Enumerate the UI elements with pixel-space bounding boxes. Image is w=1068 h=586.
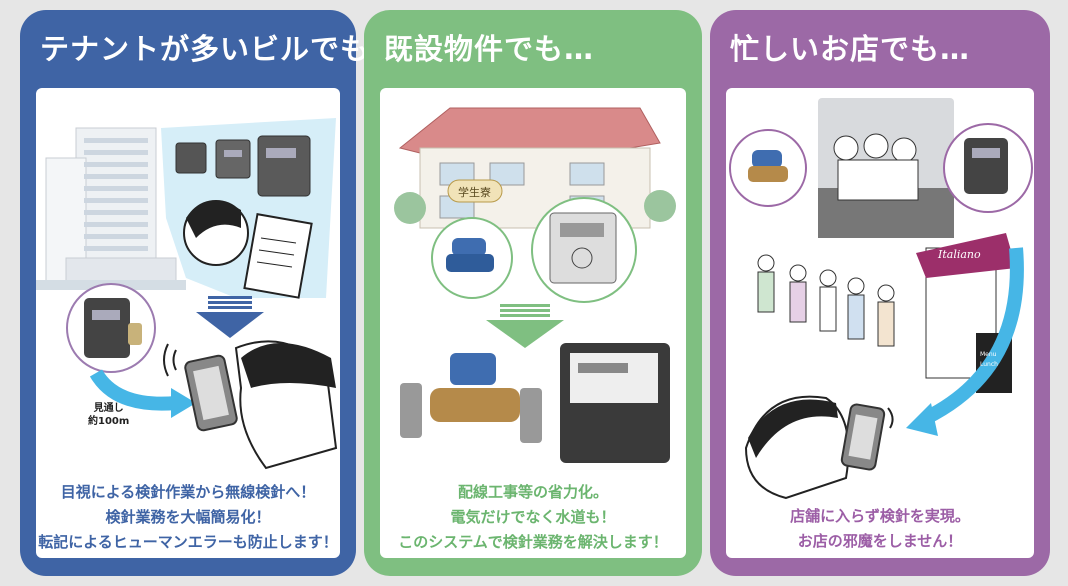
electric-meter-icon	[175, 135, 311, 197]
dormitory-sign-label: 学生寮	[458, 186, 491, 199]
smart-electric-meter-icon	[560, 343, 670, 463]
wireless-meter-icon	[66, 283, 156, 373]
panel-title: 忙しいお店でも…	[730, 32, 971, 66]
panel-existing-property: 既設物件でも…	[364, 10, 702, 576]
person-with-smartphone-icon	[744, 395, 894, 500]
water-meter-icon	[431, 217, 513, 299]
dormitory-house-icon	[394, 107, 676, 229]
panel-caption: 配線工事等の省力化。 電気だけでなく水道も！ このシステムで検針業務を解決します…	[398, 483, 668, 551]
panel-busy-shop: 忙しいお店でも…	[710, 10, 1050, 576]
down-arrow-icon	[196, 296, 264, 338]
panel-body: 配線工事等の省力化。 電気だけでなく水道も！ このシステムで検針業務を解決します…	[380, 88, 686, 558]
water-meter-with-sensor-icon	[400, 353, 542, 443]
signal-arrow-icon	[89, 369, 177, 411]
panel-body: 見通し 約100m 目視による検針作業から無線検針へ！ 検針業務を大幅簡易化！ …	[36, 88, 340, 558]
menu-board: Menu Lunch	[980, 351, 998, 368]
panel-tenant-building: テナントが多いビルでも…	[20, 10, 401, 576]
panel-body: Italiano Menu Lunch 店舗に入らず検針を実現。 お店の邪魔をし…	[726, 88, 1034, 558]
water-meter-icon	[729, 129, 807, 207]
existing-property-illustration	[394, 107, 676, 463]
signal-arrow-icon	[922, 247, 1024, 425]
panel-caption: 店舗に入らず検針を実現。 お店の邪魔をしません！	[790, 507, 970, 550]
kitchen-scene-icon	[818, 98, 954, 238]
tenant-building-illustration	[36, 118, 338, 470]
panel-caption: 目視による検針作業から無線検針へ！ 検針業務を大幅簡易化！ 転記によるヒューマン…	[38, 483, 338, 551]
panel-title: 既設物件でも…	[384, 32, 595, 66]
distance-note: 見通し 約100m	[88, 403, 130, 427]
person-with-smartphone-icon	[163, 340, 338, 470]
down-arrow-icon	[486, 304, 564, 348]
person-with-clipboard-icon	[183, 200, 313, 299]
dormitory-sign	[447, 179, 503, 203]
busy-shop-illustration	[729, 98, 1033, 500]
electric-meter-icon	[943, 123, 1033, 213]
people-queue-icon	[757, 233, 1016, 393]
panel-title: テナントが多いビルでも…	[40, 32, 401, 66]
shop-name-sign: Italiano	[938, 248, 981, 261]
analog-meter-icon	[531, 197, 637, 303]
